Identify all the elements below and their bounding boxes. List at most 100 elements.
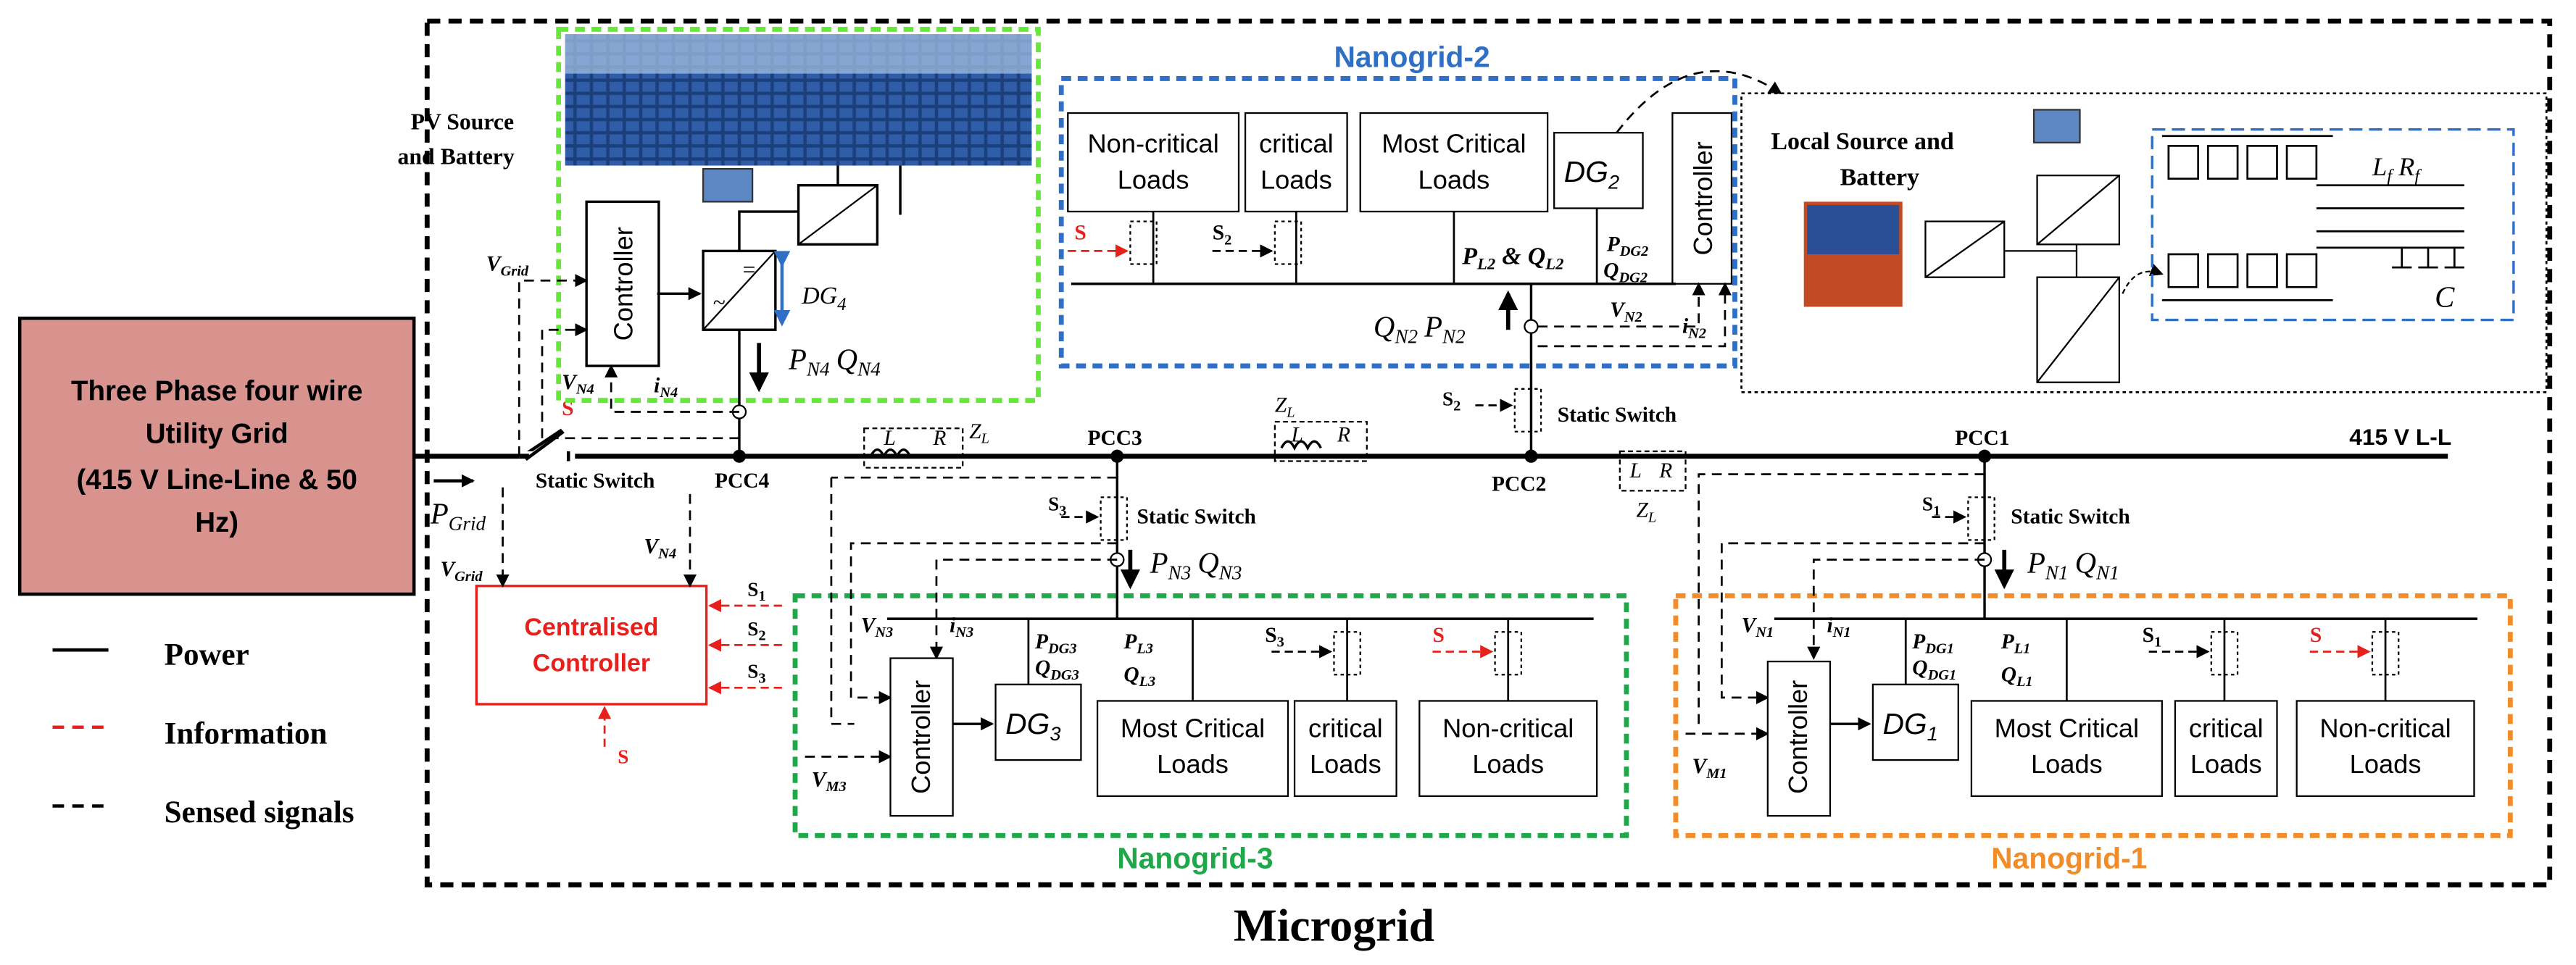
svg-text:R: R [932, 427, 946, 450]
controller-2 [1671, 112, 1733, 285]
central-s-label: S [618, 746, 628, 768]
diagram-title: Microgrid [1234, 899, 1434, 951]
dg4-label: DG4 [801, 283, 847, 314]
qdg2-label: QDG2 [1603, 259, 1648, 286]
ng3-noncritical-loads [1418, 700, 1598, 798]
vm1-label: VM1 [1692, 755, 1727, 782]
impedance-3: L R ZL [1619, 450, 1687, 526]
nanogrid-2-label: Nanogrid-2 [1334, 41, 1489, 74]
svg-text:Loads: Loads [2350, 749, 2422, 779]
ng2-s2-label: S2 [1213, 222, 1232, 248]
svg-text:Controller: Controller [1688, 141, 1718, 255]
svg-text:Loads: Loads [1472, 749, 1544, 779]
utility-grid-line3: (415 V Line-Line & 50 [76, 464, 357, 496]
svg-text:R: R [1658, 459, 1672, 482]
vn1-label: VN1 [1742, 614, 1774, 640]
pcc2-label: PCC2 [1492, 472, 1546, 496]
ng2-switch-s2-label: S2 [1442, 388, 1461, 414]
central-line2: Controller [533, 650, 650, 677]
ng2-critical-loads [1244, 112, 1348, 213]
vn4-top-label: VN4 [562, 371, 594, 398]
vn3-label: VN3 [861, 614, 894, 640]
inverter-4-ac-symbol: ~ [713, 290, 726, 315]
ql3-label: QL3 [1123, 663, 1155, 690]
svg-text:Non-critical: Non-critical [2319, 713, 2451, 743]
local-source-line2: Battery [1840, 164, 1919, 191]
impedance-1: L R ZL [863, 420, 989, 469]
dg1-label: DG1 [1883, 707, 1938, 745]
capacitor-c-label: C [2435, 280, 2455, 313]
nanogrid-1-label: Nanogrid-1 [1991, 842, 2147, 875]
microgrid-boundary [424, 18, 2553, 887]
svg-text:Non-critical: Non-critical [1087, 128, 1218, 158]
legend-sensed-label: Sensed signals [165, 795, 354, 830]
ng1-switch-label: Static Switch [2011, 506, 2130, 529]
nanogrid-1-box [1673, 593, 2513, 838]
local-source-line1: Local Source and [1771, 128, 1953, 155]
nanogrid-2-box [1058, 76, 1737, 369]
svg-text:ZL: ZL [1637, 499, 1657, 526]
ng2-most-critical-loads [1359, 112, 1549, 213]
ng3-switch-label: Static Switch [1137, 506, 1255, 529]
controller-4-label: Controller [609, 227, 639, 341]
ng1-switch-s1-label: S1 [1922, 493, 1940, 519]
pdg1-label: PDG1 [1911, 630, 1954, 657]
local-source-box [1740, 92, 2548, 393]
pv-label-line1: PV Source [411, 109, 514, 135]
svg-text:L: L [1291, 423, 1303, 446]
ng1-s1-label: S1 [2143, 624, 2162, 651]
dg1-box [1871, 683, 1959, 761]
utility-grid-line4: Hz) [195, 507, 238, 538]
svg-text:Most Critical: Most Critical [1995, 713, 2139, 743]
p-grid-label: PGrid [430, 498, 486, 535]
ng3-critical-loads [1293, 700, 1397, 798]
pcc3-label: PCC3 [1087, 427, 1142, 450]
ng2-switch-label: Static Switch [1558, 404, 1677, 427]
in2-label: iN2 [1682, 315, 1706, 342]
svg-text:ZL: ZL [1275, 394, 1295, 421]
svg-text:critical: critical [2189, 713, 2264, 743]
qdg1-label: QDG1 [1912, 656, 1956, 683]
vm3-label: VM3 [812, 768, 847, 795]
in4-label: iN4 [654, 374, 678, 401]
svg-text:R: R [1337, 423, 1350, 446]
vn4-bottom-label: VN4 [644, 535, 677, 561]
dg2-box [1553, 132, 1644, 209]
svg-text:critical: critical [1308, 713, 1383, 743]
vn2-label: VN2 [1610, 298, 1642, 325]
svg-text:L: L [883, 427, 895, 450]
centralised-controller [475, 585, 708, 706]
qdg3-label: QDG3 [1035, 656, 1079, 683]
nanogrid-3-box [792, 593, 1629, 838]
inverter-switches [2161, 135, 2464, 301]
v-grid-top-label: VGrid [486, 253, 529, 280]
grid-switch-label: Static Switch [536, 469, 655, 493]
battery-icon-local [2032, 109, 2081, 143]
svg-text:Non-critical: Non-critical [1442, 713, 1574, 743]
ng3-most-critical-loads [1096, 700, 1289, 798]
svg-text:Loads: Loads [2031, 749, 2103, 779]
inverter-4-dc-symbol: = [742, 257, 755, 283]
svg-text:Loads: Loads [1310, 749, 1382, 779]
svg-text:Loads: Loads [2190, 749, 2262, 779]
ng1-critical-loads [2174, 700, 2278, 798]
ng1-s-label: S [2310, 624, 2322, 647]
legend-information-label: Information [165, 717, 328, 751]
utility-grid-line2: Utility Grid [146, 419, 288, 450]
ql1-label: QL1 [2001, 663, 2033, 690]
ng3-s-label: S [1432, 624, 1444, 647]
utility-grid-line1: Three Phase four wire [71, 376, 362, 407]
utility-grid-box [17, 317, 416, 596]
ng2-s-label: S [1074, 222, 1086, 245]
svg-text:Loads: Loads [1260, 164, 1332, 194]
legend-power-label: Power [165, 638, 249, 672]
pcc1-label: PCC1 [1955, 427, 2009, 450]
pl2-ql2-label: PL2&QL2 [1461, 243, 1563, 273]
dg3-box [994, 683, 1082, 761]
